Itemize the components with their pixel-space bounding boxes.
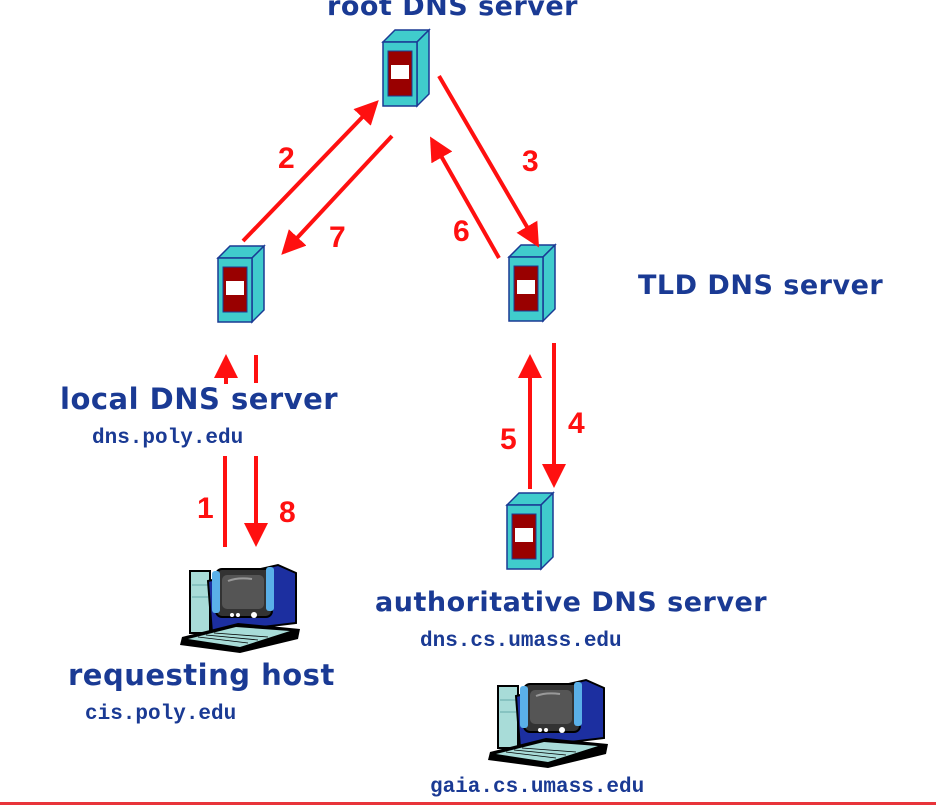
footer-divider (0, 802, 936, 805)
local-server-label: local DNS server (60, 382, 339, 416)
target-host-computer-icon (487, 679, 609, 769)
requesting-host-label: requesting host (68, 658, 335, 692)
arrow-step-6 (430, 136, 501, 259)
root-server-icon (382, 29, 430, 107)
step-label-7: 7 (329, 221, 346, 254)
target-host-hostname: gaia.cs.umass.edu (430, 776, 645, 799)
tld-server-icon (508, 244, 556, 322)
tld-server-label: TLD DNS server (638, 270, 884, 301)
requesting-host-hostname: cis.poly.edu (85, 703, 237, 726)
requesting-host-computer-icon (179, 564, 301, 654)
step-label-6: 6 (453, 215, 470, 248)
arrow-step-3 (437, 74, 540, 248)
arrow-step-7 (281, 134, 394, 255)
local-server-icon (217, 245, 265, 323)
step-label-4: 4 (568, 407, 585, 440)
step-label-8: 8 (279, 496, 296, 529)
local-server-hostname: dns.poly.edu (92, 427, 244, 450)
step-label-3: 3 (522, 145, 539, 178)
authoritative-server-icon (506, 492, 554, 570)
step-label-2: 2 (278, 142, 295, 175)
authoritative-server-hostname: dns.cs.umass.edu (420, 630, 622, 653)
step-label-1: 1 (197, 492, 214, 525)
arrow-step-2 (241, 100, 379, 243)
step-label-5: 5 (500, 423, 517, 456)
authoritative-server-label: authoritative DNS server (375, 587, 768, 618)
root-server-label: root DNS server (327, 0, 579, 22)
